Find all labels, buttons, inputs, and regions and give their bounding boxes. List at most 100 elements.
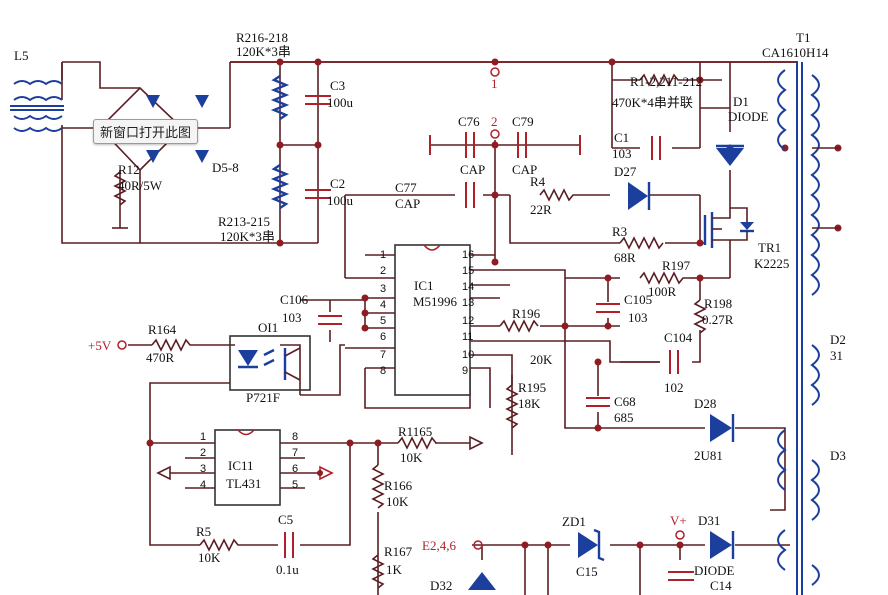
ic11-pin-8: 8	[292, 431, 298, 443]
ic11-left-port-arrow	[156, 465, 171, 481]
r1-value: 470K*4串并联	[612, 95, 693, 110]
ic11-pin-3: 3	[200, 463, 206, 475]
r12-resistor	[113, 171, 127, 206]
c3-capacitor	[305, 95, 331, 105]
c15-label: C15	[576, 564, 598, 579]
c76-label: C76	[458, 114, 480, 129]
ic1-part: M51996	[413, 294, 458, 309]
ic1-pin-16: 16	[462, 249, 474, 261]
ic11-pin-4: 4	[200, 479, 206, 491]
ic1-pin-12: 12	[462, 315, 474, 327]
c68-label: C68	[614, 394, 636, 409]
c104-label: C104	[664, 330, 693, 345]
r5-label: R5	[196, 524, 211, 539]
r3-resistor	[619, 236, 664, 250]
oi1-label: OI1	[258, 320, 278, 335]
r164-value: 470R	[146, 350, 175, 365]
r166-label: R166	[384, 478, 413, 493]
d28-value: 2U81	[694, 448, 723, 463]
d32-diode	[468, 572, 496, 590]
r167-label: R167	[384, 544, 413, 559]
t1-part: CA1610H14	[762, 45, 829, 60]
ic1-pin-10: 10	[462, 349, 474, 361]
ic11-pin-2: 2	[200, 447, 206, 459]
d31-label: D31	[698, 513, 720, 528]
ic1-pin-7: 7	[380, 349, 386, 361]
t1-label: T1	[796, 30, 810, 45]
r197-value: 100R	[648, 284, 677, 299]
r1165-resistor	[397, 436, 437, 450]
node1-marker	[490, 67, 500, 77]
node2-label: 2	[491, 114, 498, 129]
r216-value: 120K*3串	[236, 44, 291, 59]
plus5v-label: +5V	[88, 338, 112, 353]
d1-diode	[716, 144, 744, 166]
d32-label: D32	[430, 578, 452, 593]
d28-label: D28	[694, 396, 716, 411]
plus5v-terminal	[117, 340, 127, 350]
r196-value: 20K	[530, 352, 553, 367]
d1-label: D1	[733, 94, 749, 109]
c79-label: C79	[512, 114, 534, 129]
ic1-pin-4: 4	[380, 299, 386, 311]
r213-value: 120K*3串	[220, 229, 275, 244]
node1-label: 1	[491, 76, 498, 91]
ic1-pin-5: 5	[380, 315, 386, 327]
c1-label: C1	[614, 130, 629, 145]
r5-resistor	[199, 538, 245, 552]
cap1-label: CAP	[460, 162, 485, 177]
c106-label: C106	[280, 292, 309, 307]
r195-label: R195	[518, 380, 546, 395]
ic11-pin-numbers: 1 2 3 4 5 6 7 8	[200, 431, 298, 491]
vplus-terminal	[675, 530, 685, 540]
c5-label: C5	[278, 512, 293, 527]
l5-label: L5	[14, 48, 28, 63]
r198-resistor	[693, 299, 707, 334]
ic1-pin-14: 14	[462, 281, 474, 293]
e246-terminal	[473, 540, 483, 550]
ic1-pin-numbers: 1 2 3 4 5 6 7 8 9 10 11 12 13 14 15 16	[380, 249, 474, 377]
ic1-pin-9: 9	[462, 365, 468, 377]
ic1-pin-1: 1	[380, 249, 386, 261]
c104-capacitor	[669, 350, 679, 374]
r213-resistor	[270, 164, 290, 209]
r196-label: R196	[512, 306, 541, 321]
r1165-label: R1165	[398, 424, 432, 439]
c105-label: C105	[624, 292, 652, 307]
cap3-label: CAP	[395, 196, 420, 211]
ic11-part: TL431	[226, 476, 261, 491]
c2-capacitor	[305, 189, 331, 199]
r12-label: R12	[118, 162, 140, 177]
c106-value: 103	[282, 310, 302, 325]
c3-value: 100u	[327, 95, 354, 110]
r4-resistor	[539, 188, 580, 202]
r195-resistor	[505, 384, 519, 429]
c1-value: 103	[612, 146, 632, 161]
c76-capacitor	[465, 132, 475, 158]
r197-resistor	[639, 271, 690, 285]
d2-label: D2	[830, 332, 846, 347]
r3-label: R3	[612, 224, 627, 239]
zd1-label: ZD1	[562, 514, 586, 529]
d31-diode	[710, 531, 735, 559]
e246-label: E2,4,6	[422, 538, 456, 553]
ic11-notch	[237, 429, 255, 436]
r5-value: 10K	[198, 550, 221, 565]
open-in-new-window-tooltip[interactable]: 新窗口打开此图	[93, 119, 199, 144]
r197-label: R197	[662, 258, 691, 273]
c105-capacitor	[596, 303, 620, 313]
c2-label: C2	[330, 176, 345, 191]
r166-resistor	[371, 464, 385, 509]
d1-value: DIODE	[728, 109, 768, 124]
r4-value: 22R	[530, 202, 552, 217]
ic1-box	[394, 244, 471, 396]
ic11-box	[214, 429, 281, 506]
p721f-label: P721F	[246, 390, 280, 405]
r216-resistor	[270, 75, 290, 120]
node2-marker	[490, 129, 500, 139]
d58-label: D5-8	[212, 160, 239, 175]
oi1-optocoupler	[229, 335, 311, 391]
r1165-output-arrow	[469, 435, 484, 451]
ic1-pin-2: 2	[380, 265, 386, 277]
r164-resistor	[151, 338, 196, 352]
